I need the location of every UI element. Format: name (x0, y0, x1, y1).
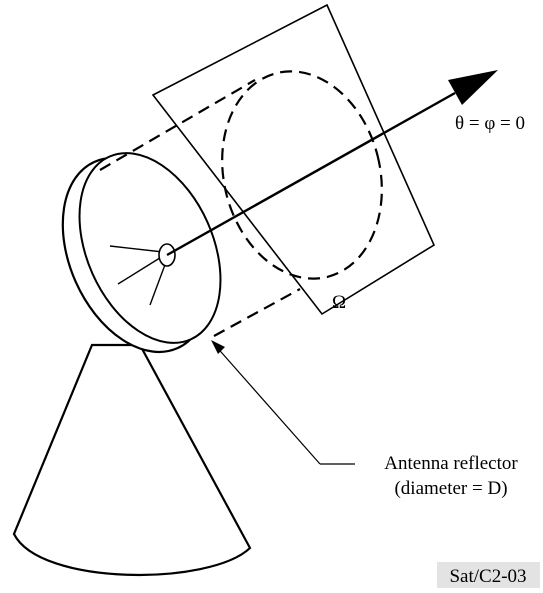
feed-struts (109, 245, 167, 306)
reflector-leader-arrowhead (211, 340, 225, 354)
reflector-face (78, 152, 222, 344)
reflector-label-line2: (diameter = D) (394, 478, 507, 499)
beam-boundary-lines (99, 79, 301, 337)
figure-id-box (437, 562, 540, 588)
beam-footprint (221, 70, 383, 280)
boresight-axis (166, 91, 456, 257)
boresight-arrowhead (448, 70, 498, 105)
reflector-label-line1: Antenna reflector (384, 453, 518, 474)
antenna-pedestal (12, 343, 252, 577)
axis-label: θ = φ = 0 (455, 113, 525, 134)
figure-id: Sat/C2-03 (449, 566, 526, 587)
projection-plane (151, 3, 436, 316)
reflector-leader (213, 343, 355, 465)
solid-angle-label: Ω (332, 292, 346, 313)
